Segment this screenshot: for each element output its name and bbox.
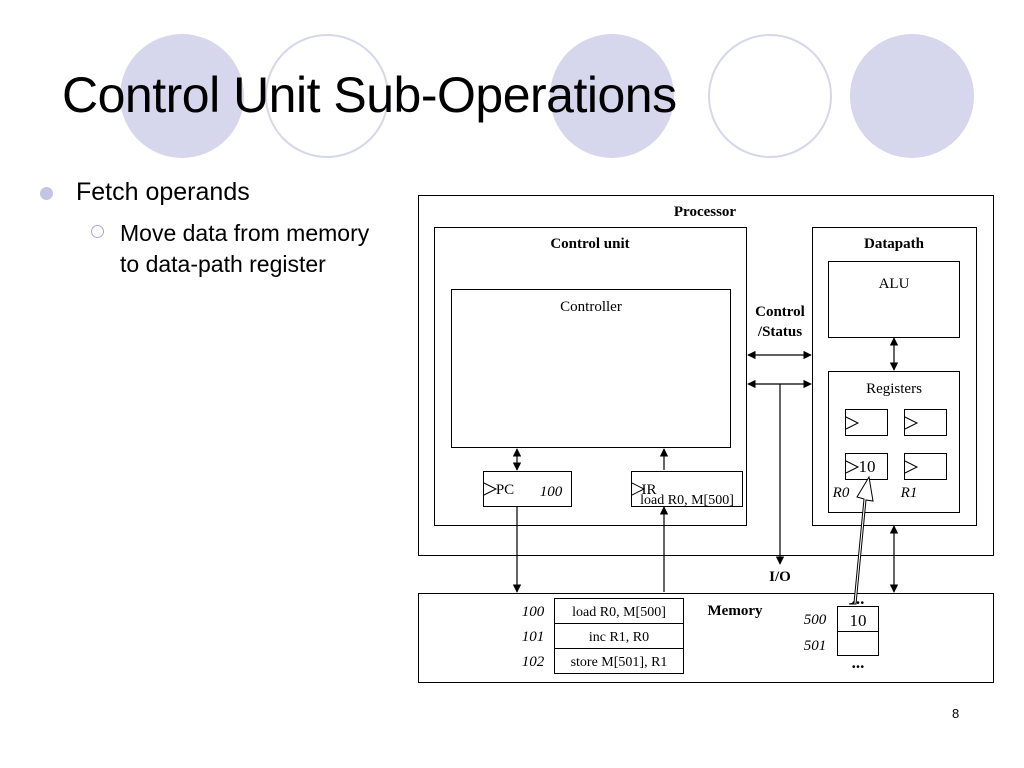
register-r0-label: R0 [832,485,850,501]
controller-label: Controller [560,299,622,315]
alu-label: ALU [879,276,910,292]
register-r1-label: R1 [900,485,918,501]
control-status-label-2: /Status [757,324,802,340]
ir-register [631,471,743,507]
bullet-text: Fetch operands [76,178,250,206]
program-addr-1: 101 [522,629,545,645]
ir-label: IR [642,482,657,498]
program-instr-1: inc R1, R0 [589,630,649,645]
datapath-label: Datapath [864,236,925,252]
register-r0 [845,453,888,480]
ir-clock-triangle [631,482,646,496]
bullet-dot [40,187,53,200]
register-r1 [904,453,947,480]
decor-circle-2 [265,34,389,158]
alu-box [828,261,960,338]
register-r0-value: 10 [859,457,876,476]
data-addr-0: 500 [804,612,827,628]
register-cell-1 [845,409,888,436]
program-memory-table [554,598,684,674]
io-label: I/O [769,569,791,585]
memory-label: Memory [708,603,763,619]
control-status-label-1: Control [755,304,805,320]
memory-to-r0-arrow [848,475,874,605]
datapath-box [812,227,977,526]
register-r1-triangle [904,460,919,474]
decor-circle-1 [120,34,244,158]
data-value-0: 10 [850,611,867,630]
slide-title: Control Unit Sub-Operations [62,67,677,123]
registers-label: Registers [866,381,922,397]
register-cell-1-triangle [845,416,860,430]
pc-value: 100 [540,484,563,500]
control-unit-box [434,227,747,526]
program-instr-2: store M[501], R1 [571,655,668,670]
page-number: 8 [952,706,960,721]
data-memory-table [837,606,879,656]
pc-label: PC [496,482,514,498]
memory-box [418,593,994,683]
data-addr-1: 501 [804,638,827,654]
register-cell-2-triangle [904,416,919,430]
register-r0-triangle [845,460,860,474]
processor-label: Processor [674,204,737,220]
ir-value: load R0, M[500] [640,493,734,508]
decor-circle-5 [850,34,974,158]
data-ellipsis-bottom: ... [852,653,865,672]
decor-circle-4 [708,34,832,158]
pc-register [483,471,572,507]
sub-bullet-text: Move data from memory to data-path regis… [120,220,370,277]
data-ellipsis-top: ... [852,589,865,608]
program-instr-0: load R0, M[500] [572,605,666,620]
program-addr-2: 102 [522,654,545,670]
sub-bullet-dot [91,225,104,238]
register-cell-2 [904,409,947,436]
program-addr-0: 100 [522,604,545,620]
registers-box [828,371,960,513]
pc-clock-triangle [483,482,498,496]
control-unit-label: Control unit [550,236,629,252]
decor-circle-3 [550,34,674,158]
processor-box [418,195,994,556]
controller-box [451,289,731,448]
